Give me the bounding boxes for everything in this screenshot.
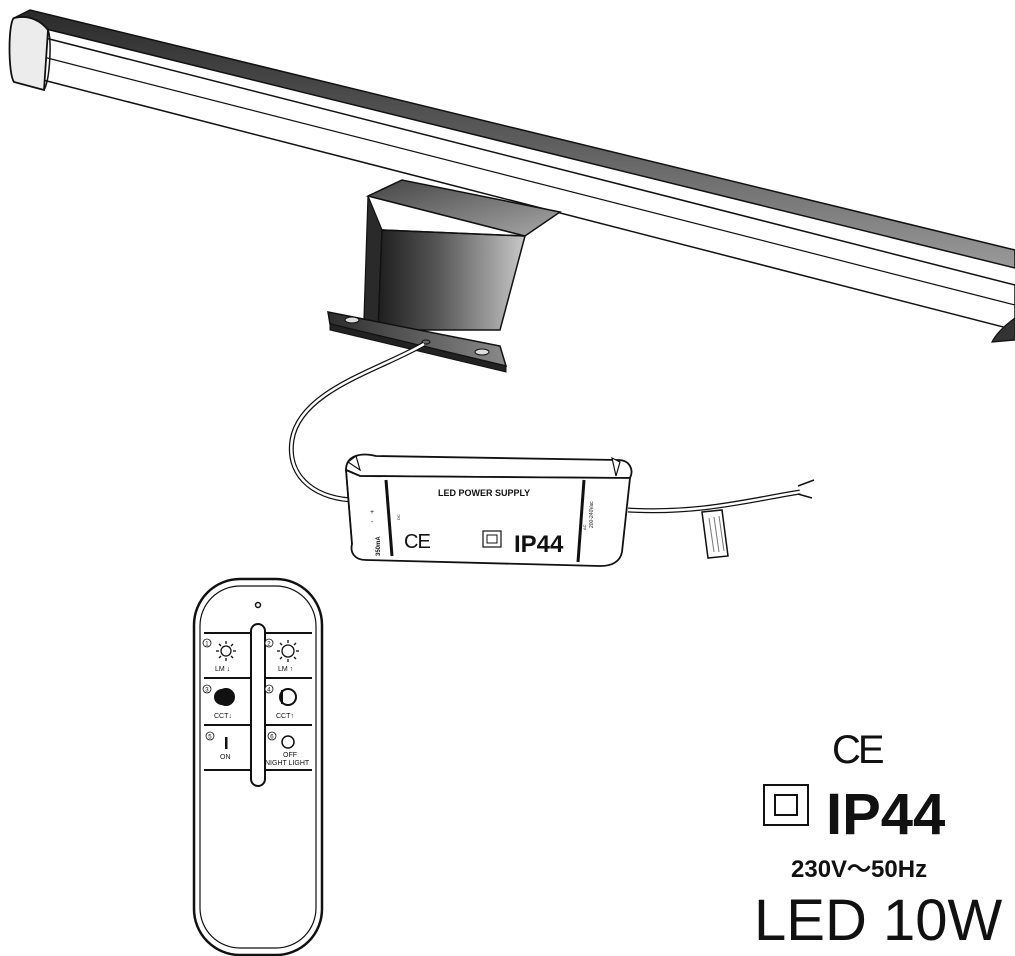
remote-center-divider bbox=[250, 623, 266, 787]
remote-button-6[interactable]: 6 OFF NIGHT LIGHT bbox=[265, 731, 310, 767]
svg-text:1: 1 bbox=[205, 642, 209, 648]
button-6-label-2: NIGHT LIGHT bbox=[265, 760, 310, 767]
brightness-up-icon bbox=[277, 640, 299, 662]
remote-button-2[interactable]: 2 LM ↑ bbox=[264, 638, 299, 673]
lamp-bar-lens bbox=[11, 29, 1015, 331]
ac-side-label: AC bbox=[582, 524, 587, 530]
remote-button-3[interactable]: 3 CCT↓ bbox=[202, 684, 235, 720]
button-6-label: OFF bbox=[283, 752, 297, 759]
lamp-bar-end-cap bbox=[8, 16, 49, 92]
divider-right bbox=[576, 479, 586, 563]
svg-text:5: 5 bbox=[208, 735, 212, 741]
screw-hole-right bbox=[474, 348, 490, 356]
input-cable bbox=[627, 489, 801, 514]
remote-button-1[interactable]: 1 LM ↓ bbox=[202, 638, 236, 673]
arm-front-face bbox=[377, 229, 526, 331]
button-5-label: ON bbox=[220, 754, 231, 761]
lamp-bar bbox=[8, 9, 1015, 343]
power-supply-label: LED POWER SUPPLY bbox=[438, 488, 530, 498]
power-on-icon bbox=[225, 737, 228, 749]
led-power-supply: LED POWER SUPPLY CE IP44 350mA + - DC 20… bbox=[344, 453, 633, 567]
remote-button-5[interactable]: 5 ON bbox=[205, 731, 231, 761]
spec-ce-mark: CE bbox=[832, 728, 883, 772]
button-2-label: LM ↑ bbox=[278, 666, 293, 673]
remote-button-4[interactable]: 4 CCT↑ bbox=[264, 684, 297, 720]
button-4-label: CCT↑ bbox=[276, 713, 294, 720]
brightness-down-icon bbox=[216, 641, 236, 661]
divider-left bbox=[384, 479, 394, 557]
class-ii-symbol-inner bbox=[486, 534, 498, 544]
cable-grommet bbox=[421, 339, 431, 345]
class-ii-symbol-large-inner bbox=[774, 794, 798, 816]
spec-ip-rating: IP44 bbox=[826, 782, 945, 847]
svg-text:2: 2 bbox=[267, 642, 271, 648]
power-supply-ce-mark: CE bbox=[404, 531, 430, 553]
power-supply-ip-rating: IP44 bbox=[514, 531, 564, 558]
remote-control: 1 LM ↓ 2 LM ↑ bbox=[192, 577, 324, 956]
dc-side-label: DC bbox=[396, 514, 401, 520]
cct-warm-icon bbox=[214, 688, 235, 706]
cct-cool-icon bbox=[279, 688, 297, 706]
svg-text:4: 4 bbox=[267, 688, 271, 694]
svg-text:3: 3 bbox=[205, 688, 209, 694]
button-3-label: CCT↓ bbox=[214, 713, 232, 720]
input-voltage-label: 200-240Vac bbox=[589, 501, 595, 528]
power-supply-top bbox=[345, 453, 633, 479]
power-supply-body bbox=[344, 468, 632, 567]
spec-power: LED 10W bbox=[754, 888, 1002, 953]
power-off-icon bbox=[281, 735, 295, 749]
spec-voltage: 230V～50Hz bbox=[791, 856, 927, 883]
cable-tag bbox=[701, 509, 729, 559]
arm-top-face bbox=[365, 179, 562, 237]
screw-hole-left bbox=[344, 316, 360, 324]
button-1-label: LM ↓ bbox=[215, 666, 230, 673]
ir-sensor bbox=[254, 601, 262, 609]
mounting-arm bbox=[363, 179, 562, 332]
output-minus: - bbox=[371, 519, 374, 526]
output-current-label: 350mA bbox=[376, 536, 382, 556]
output-plus: + bbox=[370, 509, 374, 516]
spec-block: CE IP44 230V～50Hz LED 10W bbox=[754, 728, 1002, 953]
svg-text:6: 6 bbox=[270, 735, 274, 741]
